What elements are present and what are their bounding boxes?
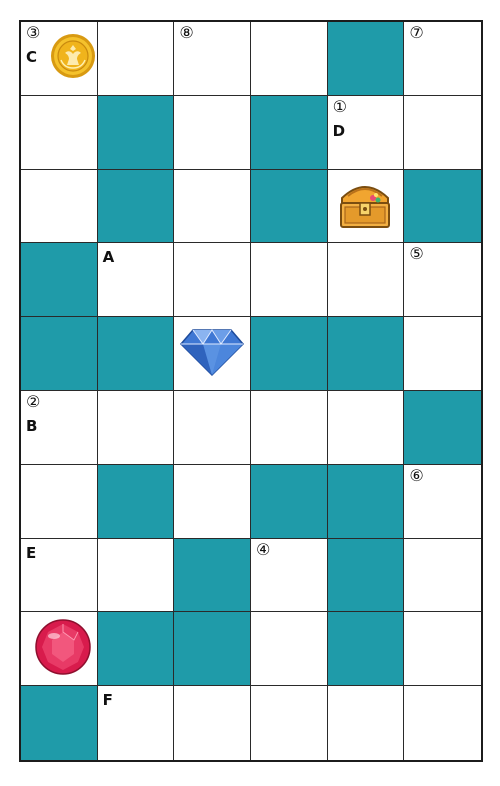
cell-r7-c4[interactable] — [327, 538, 405, 613]
cell-r5-c0[interactable]: ② B — [21, 391, 98, 465]
cell-r7-c3[interactable]: ④ — [250, 538, 328, 613]
cell-r4-c2[interactable] — [174, 317, 251, 391]
cell-r4-c1[interactable] — [97, 317, 175, 391]
cell-r9-c1[interactable]: F — [97, 686, 175, 760]
cell-r0-c4[interactable] — [327, 22, 405, 96]
cell-r6-c0[interactable] — [21, 464, 98, 539]
cell-r2-c2[interactable] — [174, 169, 251, 244]
cell-r2-c4[interactable] — [327, 169, 405, 244]
cell-r7-c2[interactable] — [174, 538, 251, 613]
cell-r0-c2[interactable]: ⑧ — [174, 22, 251, 96]
cell-r3-c5[interactable]: ⑤ — [404, 243, 481, 318]
cell-r1-c0[interactable] — [21, 95, 98, 170]
cell-r6-c2[interactable] — [174, 464, 251, 539]
cell-r5-c4[interactable] — [327, 391, 405, 465]
marker-5: ⑤ — [409, 244, 424, 264]
cell-r1-c2[interactable] — [174, 95, 251, 170]
marker-7: ⑦ — [409, 23, 424, 42]
label-f: F — [102, 691, 113, 710]
marker-1: ① — [332, 96, 347, 116]
cell-r8-c1[interactable] — [97, 612, 175, 687]
marker-3: ③ — [26, 23, 41, 42]
cell-r4-c0[interactable] — [21, 317, 98, 391]
marker-4: ④ — [255, 539, 271, 559]
cell-r3-c1[interactable]: A — [97, 243, 175, 318]
cell-r1-c3[interactable] — [250, 95, 328, 170]
cell-r8-c0[interactable] — [21, 612, 98, 687]
cell-r0-c1[interactable] — [97, 22, 175, 96]
cell-r9-c0[interactable] — [21, 686, 98, 760]
gold-coin-icon[interactable] — [50, 33, 96, 83]
red-ruby-icon[interactable] — [34, 618, 92, 680]
cell-r2-c0[interactable] — [21, 169, 98, 244]
marker-2: ② — [26, 392, 41, 411]
label-d: D — [332, 121, 346, 140]
label-a: A — [102, 248, 115, 267]
label-b: B — [26, 417, 38, 435]
cell-r9-c5[interactable] — [404, 686, 481, 760]
cell-r1-c4[interactable]: ① D — [327, 95, 405, 170]
cell-r8-c4[interactable] — [327, 612, 405, 687]
cell-r3-c0[interactable] — [21, 243, 98, 318]
cell-r2-c3[interactable] — [250, 169, 328, 244]
cell-r7-c1[interactable] — [97, 538, 175, 613]
cell-r1-c5[interactable] — [404, 95, 481, 170]
cell-r6-c5[interactable]: ⑥ — [404, 464, 481, 539]
label-e: E — [26, 543, 37, 562]
cell-r0-c0[interactable]: ③ C — [21, 22, 98, 96]
cell-r6-c1[interactable] — [97, 464, 175, 539]
cell-r1-c1[interactable] — [97, 95, 175, 170]
cell-r0-c5[interactable]: ⑦ — [404, 22, 481, 96]
cell-r0-c3[interactable] — [250, 22, 328, 96]
cell-r8-c2[interactable] — [174, 612, 251, 687]
cell-r8-c5[interactable] — [404, 612, 481, 687]
cell-r8-c3[interactable] — [250, 612, 328, 687]
cell-r4-c4[interactable] — [327, 317, 405, 391]
label-c: C — [26, 48, 38, 66]
treasure-chest-icon[interactable] — [336, 176, 394, 236]
cell-r9-c3[interactable] — [250, 686, 328, 760]
cell-r2-c5[interactable] — [404, 169, 481, 244]
cell-r2-c1[interactable] — [97, 169, 175, 244]
cell-r4-c5[interactable] — [404, 317, 481, 391]
cell-r4-c3[interactable] — [250, 317, 328, 391]
cell-r3-c3[interactable] — [250, 243, 328, 318]
cell-r5-c1[interactable] — [97, 391, 175, 465]
cell-r5-c5[interactable] — [404, 391, 481, 465]
cell-r9-c4[interactable] — [327, 686, 405, 760]
cell-r7-c5[interactable] — [404, 538, 481, 613]
cell-r5-c3[interactable] — [250, 391, 328, 465]
cell-r6-c3[interactable] — [250, 464, 328, 539]
cell-r9-c2[interactable] — [174, 686, 251, 760]
cell-r5-c2[interactable] — [174, 391, 251, 465]
marker-8: ⑧ — [179, 23, 194, 42]
cell-r3-c2[interactable] — [174, 243, 251, 318]
cell-r6-c4[interactable] — [327, 464, 405, 539]
cell-r7-c0[interactable]: E — [21, 538, 98, 613]
blue-diamond-icon[interactable] — [179, 327, 245, 381]
cell-r3-c4[interactable] — [327, 243, 405, 318]
game-board: ③ C ⑧ ⑦ ① D — [19, 20, 483, 762]
marker-6: ⑥ — [409, 465, 424, 485]
